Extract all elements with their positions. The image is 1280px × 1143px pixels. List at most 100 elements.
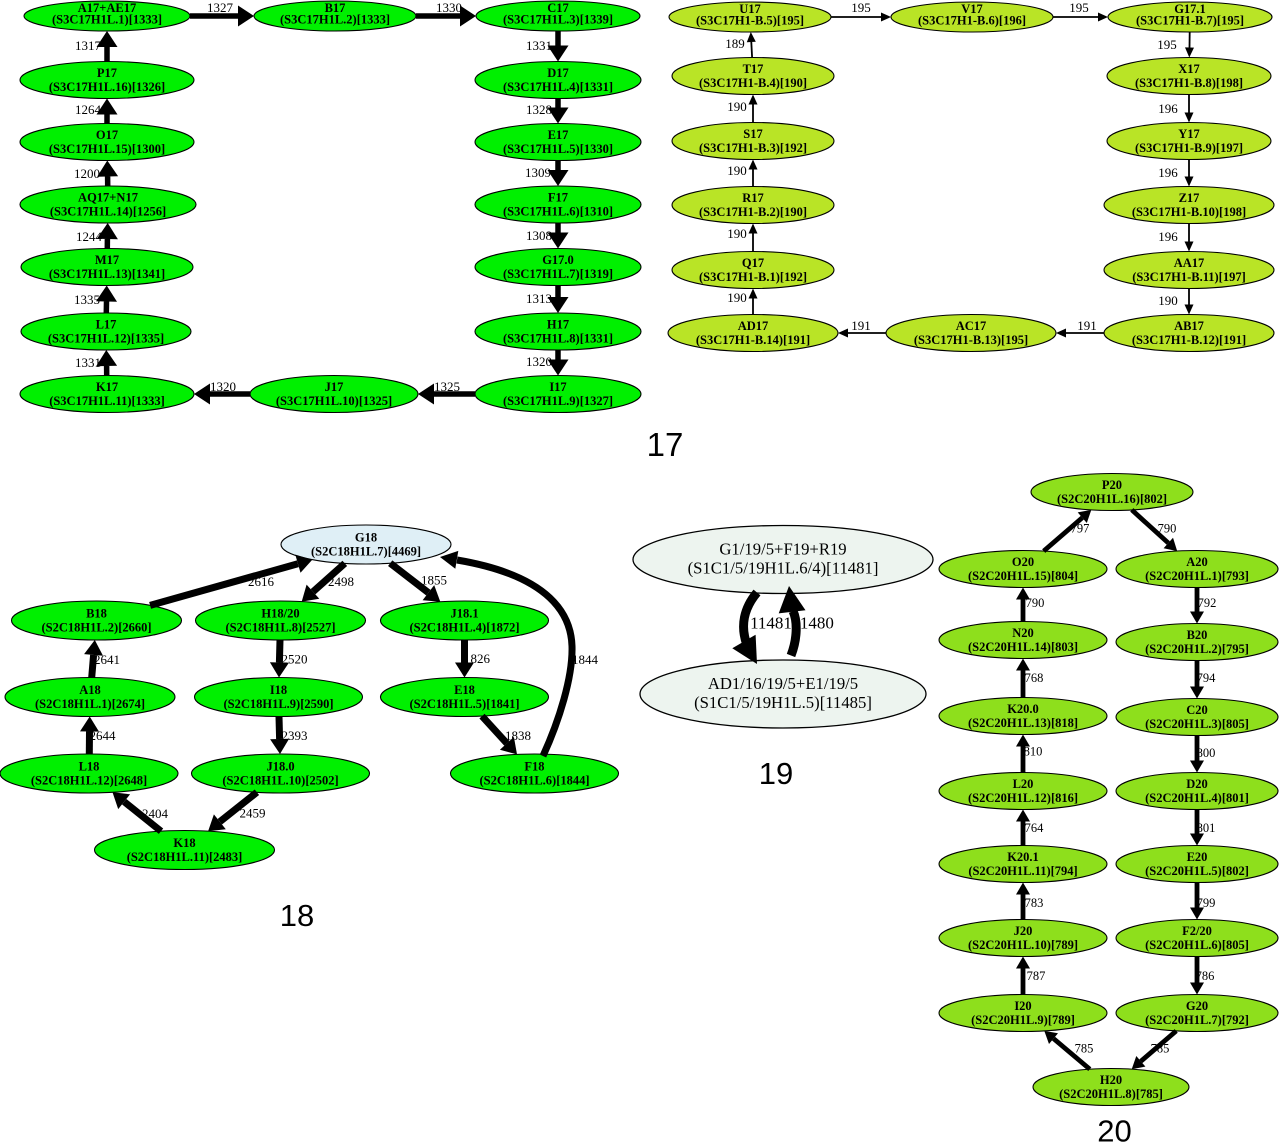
svg-text:1330: 1330 xyxy=(436,0,462,15)
svg-text:794: 794 xyxy=(1197,671,1217,685)
svg-text:C17: C17 xyxy=(547,1,569,15)
svg-text:F17: F17 xyxy=(548,191,568,205)
svg-text:(S2C20H1L.12)[816]: (S2C20H1L.12)[816] xyxy=(968,791,1078,805)
svg-text:AQ17+N17: AQ17+N17 xyxy=(78,191,138,205)
svg-text:E20: E20 xyxy=(1187,850,1208,864)
svg-text:O20: O20 xyxy=(1012,555,1034,569)
svg-text:(S3C17H1L.13)[1341]: (S3C17H1L.13)[1341] xyxy=(49,267,165,281)
svg-text:B20: B20 xyxy=(1187,628,1208,642)
svg-text:B18: B18 xyxy=(86,607,107,621)
svg-text:H18/20: H18/20 xyxy=(261,607,299,621)
svg-text:T17: T17 xyxy=(743,62,764,76)
svg-text:(S3C17H1-B.3)[192]: (S3C17H1-B.3)[192] xyxy=(699,141,807,155)
svg-text:P20: P20 xyxy=(1102,478,1122,492)
svg-text:1320: 1320 xyxy=(210,379,236,394)
svg-text:(S2C18H1L.9)[2590]: (S2C18H1L.9)[2590] xyxy=(223,697,333,711)
svg-text:1313: 1313 xyxy=(526,291,552,306)
svg-text:G20: G20 xyxy=(1186,999,1208,1013)
svg-text:797: 797 xyxy=(1071,522,1090,536)
svg-text:D17: D17 xyxy=(547,66,569,80)
svg-text:G17.0: G17.0 xyxy=(542,253,574,267)
svg-text:787: 787 xyxy=(1027,969,1046,983)
svg-text:195: 195 xyxy=(851,0,871,15)
svg-text:(S2C20H1L.13)[818]: (S2C20H1L.13)[818] xyxy=(968,716,1078,730)
svg-text:1244: 1244 xyxy=(76,229,103,244)
svg-text:11480: 11480 xyxy=(792,614,834,633)
svg-text:1328: 1328 xyxy=(526,102,552,117)
svg-text:801: 801 xyxy=(1197,821,1216,835)
svg-text:190: 190 xyxy=(727,226,747,241)
svg-text:J18.1: J18.1 xyxy=(450,607,478,621)
svg-text:(S2C20H1L.7)[792]: (S2C20H1L.7)[792] xyxy=(1145,1013,1249,1027)
svg-text:(S3C17H1-B.1)[192]: (S3C17H1-B.1)[192] xyxy=(699,270,807,284)
svg-text:(S3C17H1L.11)[1333]: (S3C17H1L.11)[1333] xyxy=(49,394,165,408)
svg-text:11481: 11481 xyxy=(750,614,792,633)
svg-text:786: 786 xyxy=(1196,969,1215,983)
svg-text:1325: 1325 xyxy=(434,379,460,394)
svg-text:1331: 1331 xyxy=(75,355,101,370)
svg-text:792: 792 xyxy=(1198,596,1217,610)
svg-text:800: 800 xyxy=(1197,746,1216,760)
svg-text:P17: P17 xyxy=(97,66,117,80)
svg-text:AC17: AC17 xyxy=(956,319,987,333)
svg-text:196: 196 xyxy=(1158,165,1178,180)
svg-text:(S2C20H1L.11)[794]: (S2C20H1L.11)[794] xyxy=(968,864,1077,878)
svg-text:(S3C17H1-B.10)[198]: (S3C17H1-B.10)[198] xyxy=(1132,205,1246,219)
svg-text:(S2C20H1L.6)[805]: (S2C20H1L.6)[805] xyxy=(1145,938,1249,952)
svg-text:I20: I20 xyxy=(1014,999,1031,1013)
svg-text:J17: J17 xyxy=(325,380,344,394)
svg-text:(S2C20H1L.14)[803]: (S2C20H1L.14)[803] xyxy=(968,640,1078,654)
svg-text:L20: L20 xyxy=(1013,777,1034,791)
svg-text:(S3C17H1-B.8)[198]: (S3C17H1-B.8)[198] xyxy=(1135,76,1243,90)
svg-text:1331: 1331 xyxy=(526,38,552,53)
svg-text:J20: J20 xyxy=(1014,924,1033,938)
svg-text:(S2C20H1L.9)[789]: (S2C20H1L.9)[789] xyxy=(971,1013,1075,1027)
svg-text:H17: H17 xyxy=(547,318,569,332)
svg-text:(S3C17H1-B.9)[197]: (S3C17H1-B.9)[197] xyxy=(1135,141,1243,155)
svg-text:(S3C17H1-B.13)[195]: (S3C17H1-B.13)[195] xyxy=(914,333,1028,347)
svg-text:(S3C17H1L.16)[1326]: (S3C17H1L.16)[1326] xyxy=(49,80,165,94)
svg-text:1317: 1317 xyxy=(75,38,102,53)
svg-text:(S2C18H1L.10)[2502]: (S2C18H1L.10)[2502] xyxy=(222,774,338,788)
svg-text:1844: 1844 xyxy=(572,652,599,667)
svg-text:(S2C20H1L.5)[802]: (S2C20H1L.5)[802] xyxy=(1145,864,1249,878)
svg-text:G1/19/5+F19+R19: G1/19/5+F19+R19 xyxy=(719,540,846,559)
svg-text:R17: R17 xyxy=(742,191,764,205)
svg-text:1826: 1826 xyxy=(464,651,491,666)
svg-text:(S2C18H1L.11)[2483]: (S2C18H1L.11)[2483] xyxy=(127,850,243,864)
svg-text:AD1/16/19/5+E1/19/5: AD1/16/19/5+E1/19/5 xyxy=(708,674,858,693)
svg-text:(S2C18H1L.2)[2660]: (S2C18H1L.2)[2660] xyxy=(41,621,151,635)
svg-text:A18: A18 xyxy=(79,683,101,697)
svg-text:783: 783 xyxy=(1025,896,1044,910)
svg-text:J18.0: J18.0 xyxy=(266,760,294,774)
svg-text:A17+AE17: A17+AE17 xyxy=(78,1,137,15)
svg-text:(S3C17H1L.3)[1339]: (S3C17H1L.3)[1339] xyxy=(503,13,613,27)
svg-text:(S2C20H1L.16)[802]: (S2C20H1L.16)[802] xyxy=(1057,492,1167,506)
svg-text:(S3C17H1-B.7)[195]: (S3C17H1-B.7)[195] xyxy=(1136,14,1244,28)
svg-text:(S1C1/5/19H1L.6/4)[11481]: (S1C1/5/19H1L.6/4)[11481] xyxy=(688,559,879,578)
svg-text:K17: K17 xyxy=(96,380,118,394)
svg-text:(S2C20H1L.3)[805]: (S2C20H1L.3)[805] xyxy=(1145,717,1249,731)
svg-text:M17: M17 xyxy=(95,253,119,267)
svg-text:U17: U17 xyxy=(739,2,761,16)
svg-text:H20: H20 xyxy=(1100,1073,1122,1087)
svg-text:K18: K18 xyxy=(173,836,195,850)
svg-text:(S3C17H1L.9)[1327]: (S3C17H1L.9)[1327] xyxy=(503,394,613,408)
svg-text:Z17: Z17 xyxy=(1179,191,1200,205)
svg-text:A20: A20 xyxy=(1186,555,1208,569)
svg-text:(S3C17H1L.14)[1256]: (S3C17H1L.14)[1256] xyxy=(50,205,166,219)
svg-text:B17: B17 xyxy=(325,1,346,15)
svg-text:N20: N20 xyxy=(1012,626,1034,640)
svg-text:2616: 2616 xyxy=(248,574,275,589)
svg-text:810: 810 xyxy=(1024,745,1043,759)
svg-text:I17: I17 xyxy=(549,380,566,394)
svg-text:190: 190 xyxy=(727,163,747,178)
svg-text:18: 18 xyxy=(280,898,314,933)
svg-text:1320: 1320 xyxy=(526,354,552,369)
svg-text:1200: 1200 xyxy=(74,166,100,181)
svg-text:190: 190 xyxy=(1158,293,1178,308)
svg-text:I18: I18 xyxy=(270,683,287,697)
svg-text:191: 191 xyxy=(1077,318,1097,333)
svg-text:1327: 1327 xyxy=(207,0,234,15)
svg-text:(S2C18H1L.7)[4469]: (S2C18H1L.7)[4469] xyxy=(311,545,421,559)
